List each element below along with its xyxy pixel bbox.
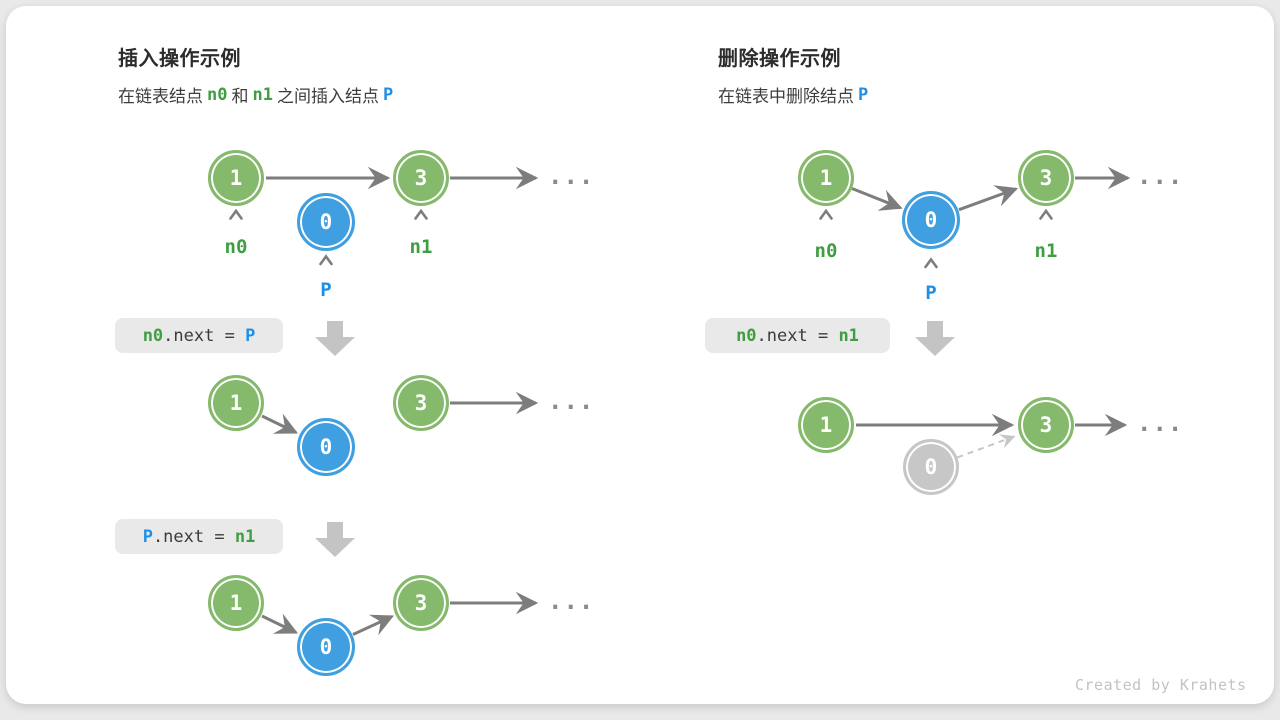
node-value: 0 [924, 455, 938, 479]
text-part: n0 [736, 325, 757, 346]
delete-label-n1: n1 [1034, 240, 1058, 262]
insert2-ellipsis: ... [548, 387, 595, 415]
caret-insert-n0 [229, 208, 243, 220]
node-value: 1 [819, 413, 833, 437]
delete-label-n0: n0 [814, 240, 838, 262]
delete1-node-0-p: 0 [902, 191, 960, 249]
insert2-node-0-new: 0 [297, 418, 355, 476]
insert2-node-3: 3 [393, 375, 449, 431]
insert3-node-1: 1 [208, 575, 264, 631]
text-part: .next = [152, 526, 235, 547]
caret-delete-n0 [819, 208, 833, 220]
insert1-node-0-new: 0 [297, 193, 355, 251]
node-value: 0 [319, 435, 333, 459]
delete-code-step1: n0.next = n1 [705, 318, 890, 353]
text-part: P [142, 526, 153, 547]
node-value: 1 [229, 166, 243, 190]
text-part: n1 [252, 84, 273, 105]
insert1-node-3: 3 [393, 150, 449, 206]
text-part: n0 [142, 325, 164, 346]
node-value: 1 [819, 166, 833, 190]
delete1-node-3: 3 [1018, 150, 1074, 206]
insert-code-step1: n0.next = P [115, 318, 283, 353]
block-arrow-insert-1 [315, 321, 355, 356]
block-arrow-delete-1 [915, 321, 955, 356]
text-part: .next = [163, 325, 246, 346]
insert2-node-1: 1 [208, 375, 264, 431]
text-part: 在链表中删除结点 [718, 87, 854, 106]
node-value: 3 [414, 591, 428, 615]
delete-step1-arrows [851, 166, 1131, 212]
text-part: n1 [838, 325, 859, 346]
node-value: 1 [229, 591, 243, 615]
text-part: P [382, 84, 394, 105]
delete2-ellipsis: ... [1137, 409, 1184, 437]
node-value: 3 [414, 391, 428, 415]
block-arrow-insert-2 [315, 522, 355, 557]
insert3-ellipsis: ... [548, 587, 595, 615]
step-block-arrows [315, 321, 955, 557]
text-part: P [245, 325, 256, 346]
detached-node-dashed-arrow [956, 434, 1016, 459]
insert1-node-1: 1 [208, 150, 264, 206]
insert3-node-0-new: 0 [297, 618, 355, 676]
node-value: 3 [414, 166, 428, 190]
text-part: n0 [207, 84, 228, 105]
credit-text: Created by Krahets [1075, 676, 1247, 694]
caret-delete-p [924, 257, 938, 269]
text-part: 在链表结点 [118, 87, 203, 106]
delete-label-p: P [925, 282, 937, 304]
text-part: P [858, 84, 869, 105]
delete1-ellipsis: ... [1137, 162, 1184, 190]
insert-code-step2: P.next = n1 [115, 519, 283, 554]
node-value: 0 [924, 208, 938, 232]
insert1-ellipsis: ... [548, 162, 595, 190]
node-value: 0 [319, 210, 333, 234]
delete2-node-3: 3 [1018, 397, 1074, 453]
delete2-node-0-removed: 0 [903, 439, 959, 495]
text-part: n1 [234, 526, 256, 547]
node-value: 1 [229, 391, 243, 415]
insert-label-n1: n1 [409, 236, 433, 258]
delete2-node-1: 1 [798, 397, 854, 453]
delete-panel-title: 删除操作示例 [718, 48, 841, 70]
caret-insert-p [319, 254, 333, 266]
node-value: 0 [319, 635, 333, 659]
insert3-node-3: 3 [393, 575, 449, 631]
node-value: 3 [1039, 166, 1053, 190]
insert-label-p: P [320, 279, 332, 301]
text-part: .next = [756, 325, 839, 346]
caret-delete-n1 [1039, 208, 1053, 220]
caret-insert-n1 [414, 208, 428, 220]
insert-label-n0: n0 [224, 236, 248, 258]
insert-panel-title: 插入操作示例 [118, 48, 241, 70]
text-part: 之间插入结点 [276, 87, 379, 106]
text-part: 和 [231, 87, 249, 106]
node-value: 3 [1039, 413, 1053, 437]
delete1-node-1: 1 [798, 150, 854, 206]
